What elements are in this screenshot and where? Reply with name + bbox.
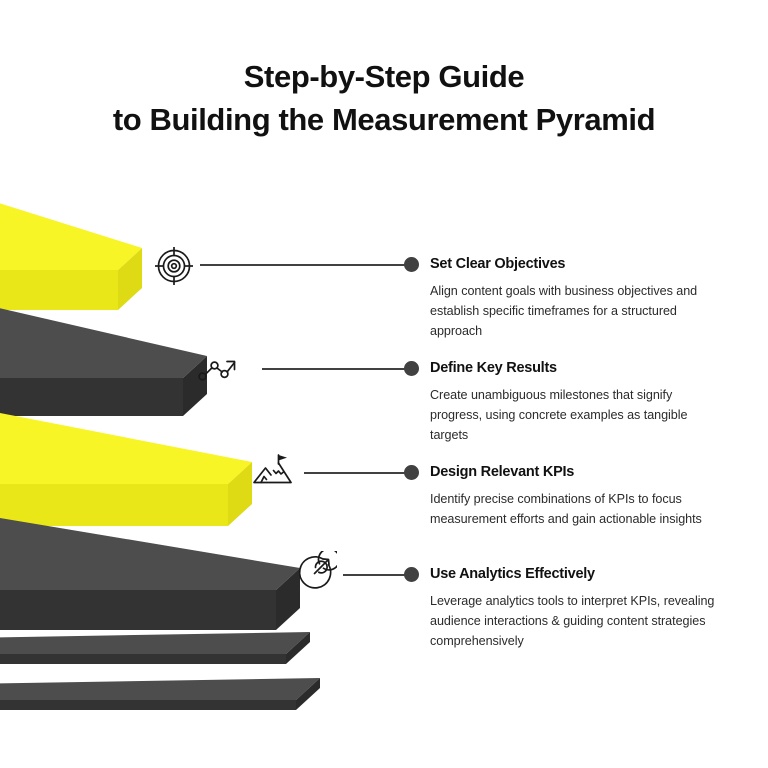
pyramid-base-strip-2 (0, 678, 320, 710)
step-3-connector-line (304, 472, 406, 474)
slab-1-top-face (0, 203, 142, 270)
step-3-title: Design Relevant KPIs (430, 464, 575, 480)
slab-3-front-face (0, 484, 228, 526)
step-1-description: Align content goals with business object… (430, 284, 698, 338)
step-2-connector-line (262, 368, 406, 370)
step-2-connector-dot (404, 361, 419, 376)
pyramid-slab-4 (0, 518, 300, 630)
mountain-flag-icon (250, 449, 294, 493)
slab-1-side-face (118, 248, 142, 310)
step-4-connector-line (343, 574, 406, 576)
step-4-description: Leverage analytics tools to interpret KP… (430, 594, 715, 648)
step-2-title: Define Key Results (430, 360, 557, 376)
step-3-text-block: Design Relevant KPIs Identify precise co… (430, 464, 720, 530)
slab-1-front-face (0, 270, 118, 310)
base-strip-2-top-face (0, 678, 320, 700)
pyramid-slab-2 (0, 308, 207, 416)
target-arrow-icon (293, 551, 337, 595)
step-4-title: Use Analytics Effectively (430, 566, 595, 582)
step-1-connector-dot (404, 257, 419, 272)
page-title: Step-by-Step Guide to Building the Measu… (0, 56, 768, 142)
slab-2-top-face (0, 308, 207, 378)
slab-4-front-face (0, 590, 276, 630)
base-strip-1-front-face (0, 654, 286, 664)
title-line-1: Step-by-Step Guide (243, 59, 525, 94)
base-strip-1-side-face (286, 632, 310, 664)
line-chart-growth-icon (196, 345, 240, 389)
pyramid-slab-1 (0, 203, 142, 310)
slab-3-side-face (228, 462, 252, 526)
step-4-connector-dot (404, 567, 419, 582)
title-line-2: to Building the Measurement Pyramid (112, 101, 656, 137)
pyramid-slab-3 (0, 413, 252, 526)
step-3-description: Identify precise combinations of KPIs to… (430, 492, 702, 526)
step-2-text-block: Define Key Results Create unambiguous mi… (430, 360, 720, 446)
base-strip-1-top-face (0, 632, 310, 654)
base-strip-2-side-face (296, 678, 320, 710)
base-strip-2-front-face (0, 700, 296, 710)
step-2-description: Create unambiguous milestones that signi… (430, 388, 688, 442)
step-4-text-block: Use Analytics Effectively Leverage analy… (430, 566, 720, 652)
step-1-title: Set Clear Objectives (430, 256, 566, 272)
slab-2-front-face (0, 378, 183, 416)
slab-4-top-face (0, 518, 300, 590)
slab-3-top-face (0, 413, 252, 484)
target-crosshair-icon (152, 244, 196, 288)
pyramid-base-strip-1 (0, 632, 310, 664)
step-1-connector-line (200, 264, 406, 266)
step-1-text-block: Set Clear Objectives Align content goals… (430, 256, 720, 342)
step-3-connector-dot (404, 465, 419, 480)
